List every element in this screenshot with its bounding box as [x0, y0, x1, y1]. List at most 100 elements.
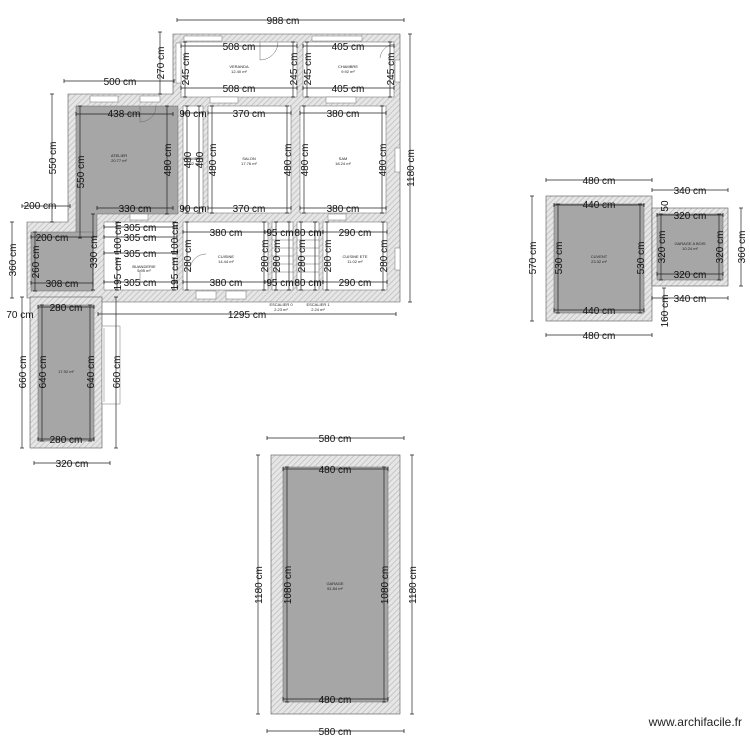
label-veranda-name: VERANDA — [229, 64, 249, 69]
dim-tall-640-r: 640 cm — [86, 356, 97, 389]
dim-stair-bot2: 80 cm — [294, 278, 321, 289]
dim-veranda-h-r: 245 cm — [289, 53, 300, 86]
dim-notch-200-a: 200 cm — [24, 201, 57, 212]
dim-gb-small: 50 — [660, 200, 671, 212]
label-escalier0-area: 2.23 m² — [274, 307, 288, 312]
label-chambre-mid-name: CHAMBRE — [183, 156, 203, 161]
label-sam-area: 18.24 m² — [335, 161, 351, 166]
label-tall-area: 17.92 m² — [58, 369, 74, 374]
label-garage-area: 51.84 m² — [327, 586, 343, 591]
dim-chambre-h-r: 245 cm — [386, 53, 397, 86]
dim-gb-bot: 320 cm — [674, 270, 707, 281]
label-escalier1-area: 2.24 m² — [311, 307, 325, 312]
dim-veranda-top: 508 cm — [223, 42, 256, 53]
dimension-lines — [9, 17, 744, 734]
dim-veranda-h-l: 245 cm — [181, 53, 192, 86]
dim-atelier-outer-h: 550 cm — [48, 142, 59, 175]
dim-w305-c: 305 cm — [124, 249, 157, 260]
label-veranda-area: 12.40 m² — [231, 69, 247, 74]
dim-tall-bot: 280 cm — [50, 435, 83, 446]
dim-atelier-h-r: 480 cm — [163, 144, 174, 177]
dim-atelier-bottom: 330 cm — [119, 204, 152, 215]
dim-atelier-w: 438 cm — [108, 109, 141, 120]
dim-w308: 308 cm — [46, 279, 79, 290]
watermark: www.archifacile.fr — [648, 715, 742, 729]
room-tall — [37, 304, 95, 442]
dim-gar-top: 480 cm — [319, 465, 352, 476]
openings — [89, 35, 401, 300]
dim-gar-outer-top: 580 cm — [319, 434, 352, 445]
dim-h280-e: 280 cm — [323, 240, 334, 273]
dim-h195-b: 195 cm — [170, 258, 181, 291]
label-garage-bois-name: GARAGE A BOIS — [674, 241, 705, 246]
dim-gar-bot: 480 cm — [319, 695, 352, 706]
dim-height-right: 1180 cm — [406, 149, 417, 187]
dim-cuv-160: 160 cm — [660, 295, 671, 328]
dim-s480-e: 480 cm — [300, 144, 311, 177]
label-salon-area: 17.76 m² — [241, 161, 257, 166]
dim-w305-a: 305 cm — [124, 223, 157, 234]
dim-cuv-530-r: 530 cm — [636, 242, 647, 275]
label-atelier-name: ATELIER — [111, 153, 127, 158]
label-sam-name: SAM — [339, 156, 348, 161]
label-garage-name: GARAGE — [326, 581, 343, 586]
dim-veranda-bottom: 508 cm — [223, 84, 256, 95]
label-cuisine-ete-area: 11.02 m² — [347, 259, 363, 264]
dim-gb-h-r: 320 cm — [715, 231, 726, 264]
dim-gar-l: 1080 cm — [283, 566, 294, 604]
dim-h195-a: 195 cm — [113, 258, 124, 291]
dim-cuis-top: 380 cm — [210, 228, 243, 239]
dim-tall-640-l: 640 cm — [38, 356, 49, 389]
dim-h100b: 100 cm — [170, 222, 181, 255]
room-cuvent — [553, 203, 645, 314]
dim-tall-660-l: 660 cm — [18, 356, 29, 389]
garage-building — [270, 454, 401, 715]
dim-gar-outer-l: 1180 cm — [254, 566, 265, 604]
dim-tall-top: 280 cm — [50, 303, 83, 314]
dim-s480-b: 480 — [195, 151, 206, 168]
dim-gar-r: 1080 cm — [380, 566, 391, 604]
dim-cuv-top: 440 cm — [583, 200, 616, 211]
dim-ete-bot: 290 cm — [339, 278, 372, 289]
dim-s480-d: 480 cm — [283, 144, 294, 177]
room-garage-bois — [656, 213, 724, 281]
dim-w305-d: 305 cm — [124, 278, 157, 289]
dim-atelier-h-l: 550 cm — [76, 156, 87, 189]
dim-s480-c: 480 cm — [208, 144, 219, 177]
label-atelier-area: 20.77 m² — [111, 158, 127, 163]
dim-cuv-570: 570 cm — [528, 242, 539, 275]
label-chambre-mid-area: 4.32 m² — [186, 161, 200, 166]
dim-cuv-outer-top: 480 cm — [583, 176, 616, 187]
dim-sam-top: 380 cm — [327, 109, 360, 120]
dim-s480-a: 480 — [183, 151, 194, 168]
dim-h330: 330 cm — [89, 236, 100, 269]
dim-salon-top: 370 cm — [233, 109, 266, 120]
dim-stair-bot: 95 cm — [266, 278, 293, 289]
dim-top-offset: 270 cm — [156, 47, 167, 80]
dim-total-mid: 1295 cm — [228, 310, 266, 321]
dim-ete-top: 290 cm — [339, 228, 372, 239]
room-salon — [207, 105, 292, 214]
dim-small90-top: 90 cm — [179, 109, 206, 120]
dim-notch-200-b: 200 cm — [36, 233, 69, 244]
dim-small90-bot: 90 cm — [179, 204, 206, 215]
dim-s480-f: 480 cm — [378, 144, 389, 177]
label-cuisine-name: CUISINE — [218, 254, 235, 259]
label-salon-name: SALON — [242, 156, 256, 161]
dim-cuv-bot: 440 cm — [583, 306, 616, 317]
room-sam — [299, 105, 387, 214]
dim-w305-b: 305 cm — [124, 233, 157, 244]
dim-h280-a: 280 cm — [183, 240, 194, 273]
dim-chambre-h-l: 245 cm — [303, 53, 314, 86]
dimension-labels: 988 cm 508 cm 405 cm 508 cm 405 cm 500 c… — [6, 16, 748, 738]
dim-gb-outer-bot: 340 cm — [674, 294, 707, 305]
dim-gb-outer-top: 340 cm — [674, 186, 707, 197]
dim-gb-top: 320 cm — [674, 211, 707, 222]
dim-gb-outer-h: 360 cm — [737, 231, 748, 264]
dim-salon-bot: 370 cm — [233, 204, 266, 215]
room-garage — [282, 466, 389, 703]
dim-h280-b: 280 cm — [260, 240, 271, 273]
label-escalier0-name: ESCALIER 0 — [269, 302, 293, 307]
dim-stair-top2: 80 cm — [294, 228, 321, 239]
